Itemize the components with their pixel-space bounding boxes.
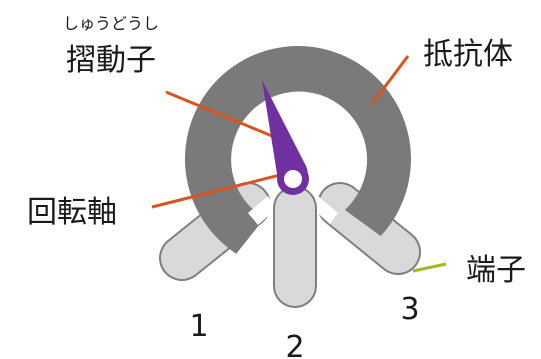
shaft-label: 回転軸 bbox=[27, 195, 117, 230]
terminal-leader bbox=[412, 262, 447, 273]
wiper bbox=[262, 80, 308, 189]
terminal-label: 端子 bbox=[466, 253, 526, 288]
track-gap-left bbox=[248, 196, 276, 225]
pin-3-label: 3 bbox=[400, 292, 419, 327]
resistor-label: 抵抗体 bbox=[423, 37, 513, 72]
pin-2-label: 2 bbox=[285, 330, 304, 359]
track-gap-right bbox=[312, 196, 338, 224]
resistor-leader bbox=[370, 55, 410, 105]
rotation-shaft-hole bbox=[284, 170, 302, 188]
pin-1-label: 1 bbox=[189, 309, 208, 344]
shaft-leader bbox=[151, 172, 285, 209]
resistor-track bbox=[184, 46, 411, 254]
wiper-label: 摺動子 bbox=[66, 43, 156, 78]
wiper-ruby: しゅうどうし bbox=[63, 14, 159, 33]
terminal-2-lead bbox=[273, 186, 317, 308]
wiper-leader bbox=[165, 90, 273, 138]
